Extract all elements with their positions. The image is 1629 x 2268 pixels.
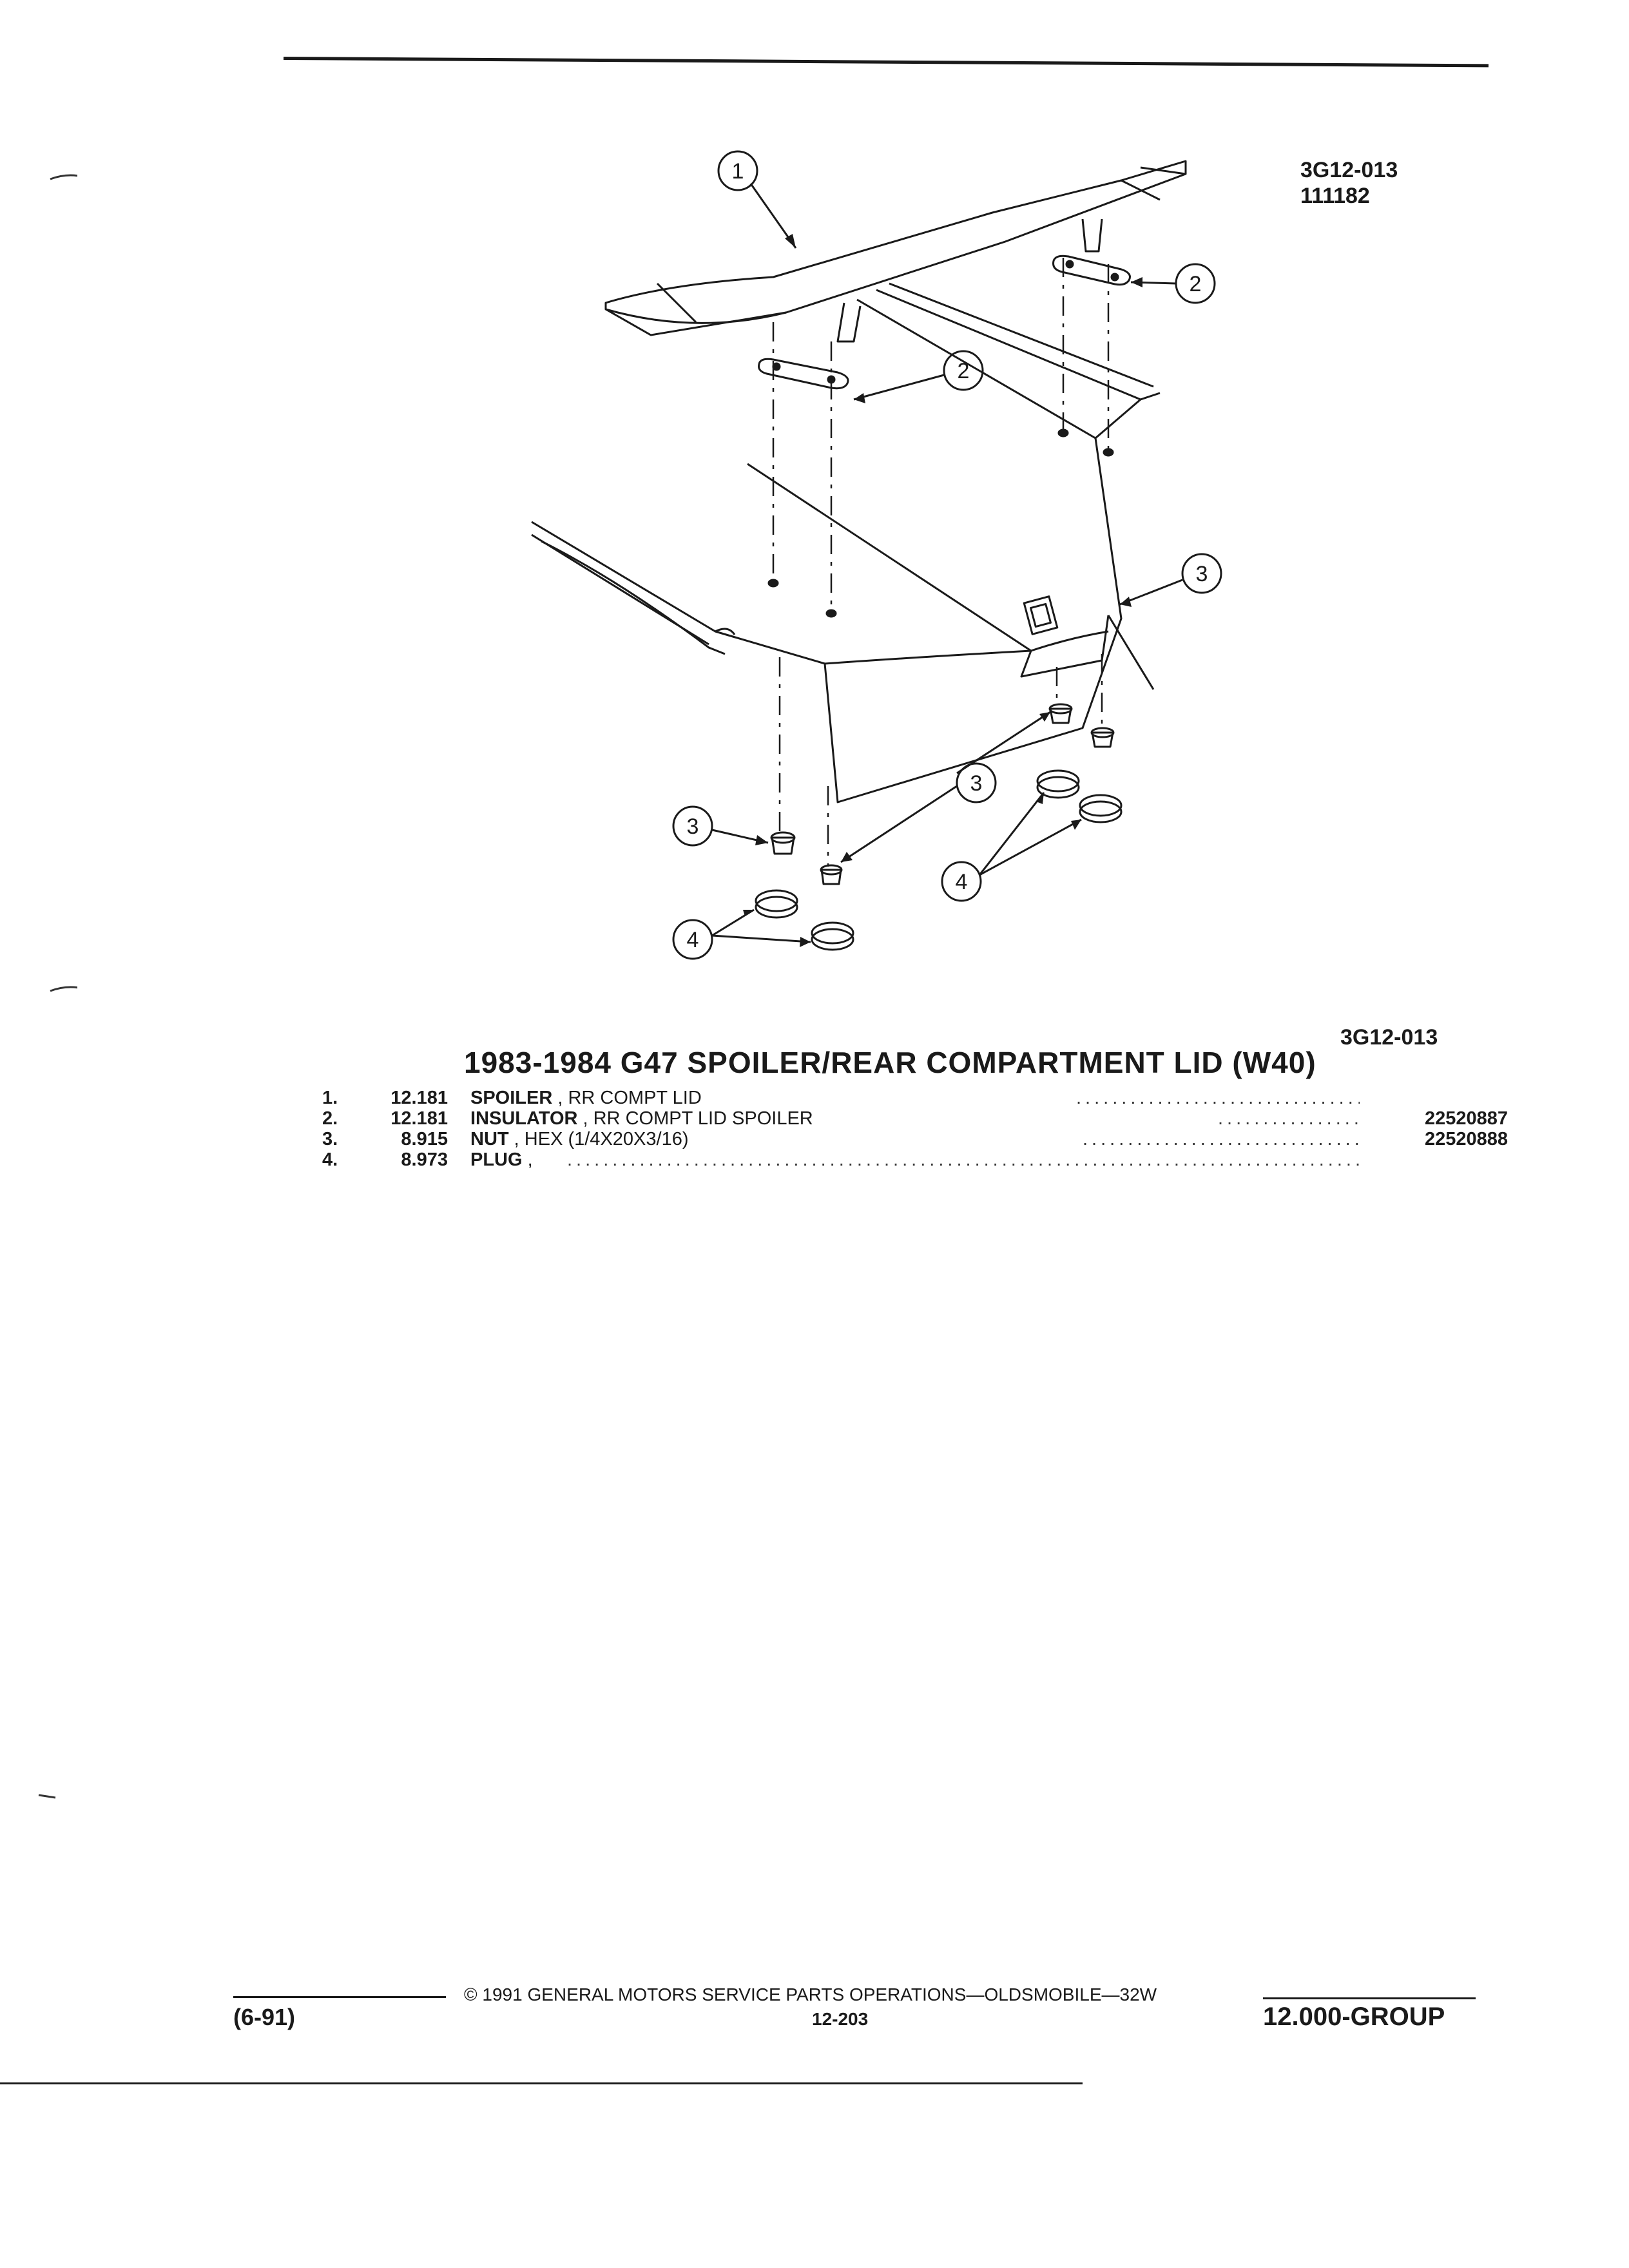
- callout-label-3-left: 3: [687, 814, 699, 839]
- bottom-rule: [0, 2082, 1083, 2084]
- part-description: PLUG ,: [470, 1149, 533, 1170]
- part-separator: ,: [552, 1088, 568, 1108]
- callout-circle-3-left: [672, 805, 713, 847]
- part-separator: ,: [522, 1149, 533, 1170]
- binder-mark-middle: [50, 986, 77, 992]
- parts-list: 1. 12.181 SPOILER , RR COMPT LID .......…: [322, 1088, 1508, 1170]
- insulator-left: [758, 358, 849, 390]
- callout-circles: [672, 150, 1222, 960]
- footer-rule-right: [1263, 1997, 1476, 1999]
- part-index: 3.: [322, 1129, 338, 1149]
- part-detail: RR COMPT LID: [568, 1088, 702, 1108]
- callout-label-1: 1: [732, 159, 744, 184]
- part-separator: ,: [577, 1108, 593, 1129]
- callout-label-4-right: 4: [956, 870, 968, 894]
- figure-ref-code: 3G12-013: [1300, 158, 1398, 182]
- part-index: 2.: [322, 1108, 338, 1129]
- leader-dots: ........................................…: [1083, 1129, 1360, 1149]
- part-number: 22520887: [1424, 1108, 1508, 1129]
- footer-page-number: 12-203: [812, 2009, 869, 2029]
- parts-row: 4. 8.973 PLUG , ........................…: [322, 1149, 1508, 1170]
- callout-circle-4-left: [672, 919, 713, 960]
- part-description: INSULATOR , RR COMPT LID SPOILER: [470, 1108, 813, 1129]
- part-description: SPOILER , RR COMPT LID: [470, 1088, 702, 1108]
- binder-marks: [38, 174, 77, 1799]
- callout-label-3-middle: 3: [970, 771, 983, 796]
- leader-dots: ........................................…: [567, 1149, 1360, 1170]
- binder-mark-lower: [38, 1794, 56, 1799]
- callout-circle-2-right: [1175, 263, 1216, 304]
- mounting-holes: [767, 428, 1114, 618]
- plugs: [755, 769, 1123, 951]
- part-group-code: 8.973: [401, 1149, 448, 1170]
- nuts: [770, 703, 1115, 885]
- callout-circle-4-right: [941, 861, 982, 902]
- parts-row: 1. 12.181 SPOILER , RR COMPT LID .......…: [322, 1088, 1508, 1108]
- callout-label-2-right: 2: [1190, 272, 1202, 296]
- part-detail: HEX (1/4X20X3/16): [524, 1129, 689, 1149]
- part-group-code: 12.181: [390, 1108, 448, 1129]
- part-index: 1.: [322, 1088, 338, 1108]
- footer-date-code: (6-91): [233, 2004, 296, 2030]
- callout-circle-1: [717, 150, 758, 191]
- callout-circle-3-right: [1181, 553, 1222, 594]
- part-name: NUT: [470, 1129, 509, 1149]
- section-title: 1983-1984 G47 SPOILER/REAR COMPARTMENT L…: [464, 1046, 1316, 1079]
- callout-label-2-left: 2: [958, 359, 970, 383]
- figure-ref-date: 111182: [1300, 184, 1370, 208]
- part-detail: RR COMPT LID SPOILER: [593, 1108, 813, 1129]
- lock-cylinder-inner: [1030, 602, 1052, 628]
- assembly-lines: [772, 258, 1110, 867]
- spoiler-wing: [604, 160, 1187, 343]
- callout-label-3-right: 3: [1196, 562, 1208, 586]
- insulator-right: [1052, 255, 1131, 286]
- part-name: INSULATOR: [470, 1108, 578, 1129]
- leader-dots: ........................................…: [1218, 1108, 1360, 1129]
- exploded-view-diagram: 1 2 2 3 3 3 4 4: [531, 150, 1222, 960]
- rear-compartment-lid: [531, 282, 1161, 803]
- part-separator: ,: [508, 1129, 525, 1149]
- callout-label-4-left: 4: [687, 928, 699, 952]
- caption-ref-code: 3G12-013: [1340, 1025, 1438, 1050]
- callout-circle-3-middle: [956, 762, 997, 803]
- binder-mark-upper: [50, 174, 77, 180]
- footer-group: 12.000-GROUP: [1263, 2003, 1445, 2031]
- leader-dots: ........................................…: [1076, 1088, 1360, 1108]
- parts-row: 2. 12.181 INSULATOR , RR COMPT LID SPOIL…: [322, 1108, 1508, 1129]
- part-description: NUT , HEX (1/4X20X3/16): [470, 1129, 688, 1149]
- footer-rule-left: [233, 1996, 446, 1998]
- top-rule: [283, 57, 1489, 68]
- parts-row: 3. 8.915 NUT , HEX (1/4X20X3/16) .......…: [322, 1129, 1508, 1149]
- part-name: SPOILER: [470, 1088, 553, 1108]
- callout-circle-2-left: [943, 350, 984, 391]
- lock-cylinder: [1023, 595, 1059, 635]
- arrow-heads: [743, 234, 1142, 947]
- part-name: PLUG: [470, 1149, 523, 1170]
- leader-arrows: [711, 183, 1183, 943]
- footer-copyright: © 1991 GENERAL MOTORS SERVICE PARTS OPER…: [464, 1984, 1157, 2004]
- part-index: 4.: [322, 1149, 338, 1170]
- part-group-code: 12.181: [390, 1088, 448, 1108]
- figure-ref-block: 3G12-013 111182: [1300, 157, 1398, 209]
- part-group-code: 8.915: [401, 1129, 448, 1149]
- part-number: 22520888: [1424, 1129, 1508, 1149]
